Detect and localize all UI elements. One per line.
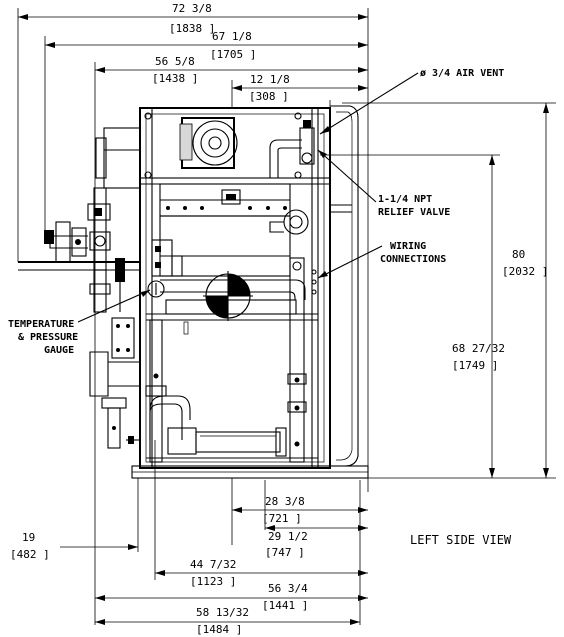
dim-2032: [2032 ] [502, 265, 548, 278]
dim-56-3-4: 56 3/4 [268, 582, 308, 595]
center-mark-icon [203, 271, 253, 321]
dim-308: [308 ] [249, 90, 289, 103]
dim-68-27-32: 68 27/32 [452, 342, 505, 355]
dim-72-3-8: 72 3/8 [172, 2, 212, 15]
dim-56-5-8: 56 5/8 [155, 55, 195, 68]
dim-482: [482 ] [10, 548, 50, 561]
extension-lines [17, 8, 556, 625]
dim-1438: [1438 ] [152, 72, 198, 85]
return-connection [89, 317, 141, 449]
label-temperature-1: TEMPERATURE [8, 319, 74, 330]
dimension-texts: 72 3/8 [1838 ] 67 1/8 [1705 ] 56 5/8 [14… [10, 2, 548, 636]
label-wiring-1: WIRING [390, 241, 426, 252]
label-wiring-2: CONNECTIONS [380, 254, 446, 265]
dim-80: 80 [512, 248, 525, 261]
dim-44-7-32: 44 7/32 [190, 558, 236, 571]
dim-28-3-8: 28 3/8 [265, 495, 305, 508]
dim-1123: [1123 ] [190, 575, 236, 588]
gas-train [18, 127, 141, 313]
label-relief-valve-2: RELIEF VALVE [378, 207, 450, 218]
dim-1838: [1838 ] [169, 22, 215, 35]
label-air-vent: ø 3/4 AIR VENT [420, 68, 504, 79]
view-title: LEFT SIDE VIEW [410, 533, 512, 547]
label-relief-valve-1: 1-1/4 NPT [378, 194, 432, 205]
dim-67-1-8: 67 1/8 [212, 30, 252, 43]
label-temperature-3: GAUGE [44, 345, 74, 356]
dim-1749: [1749 ] [452, 359, 498, 372]
dim-721: [721 ] [262, 512, 302, 525]
dim-19: 19 [22, 531, 35, 544]
dim-58-13-32: 58 13/32 [196, 606, 249, 619]
dim-29-1-2: 29 1/2 [268, 530, 308, 543]
label-temperature-2: & PRESSURE [18, 332, 78, 343]
dim-747: [747 ] [265, 546, 305, 559]
dim-1484: [1484 ] [196, 623, 242, 636]
flange-bolts [166, 206, 287, 210]
dim-12-1-8: 12 1/8 [250, 73, 290, 86]
dimension-lines [18, 14, 549, 625]
callouts: ø 3/4 AIR VENT 1-1/4 NPT RELIEF VALVE WI… [8, 68, 512, 547]
gauge-icon [147, 280, 165, 298]
boiler-assembly [18, 105, 369, 479]
dim-1441: [1441 ] [262, 599, 308, 612]
dim-1705: [1705 ] [210, 48, 256, 61]
